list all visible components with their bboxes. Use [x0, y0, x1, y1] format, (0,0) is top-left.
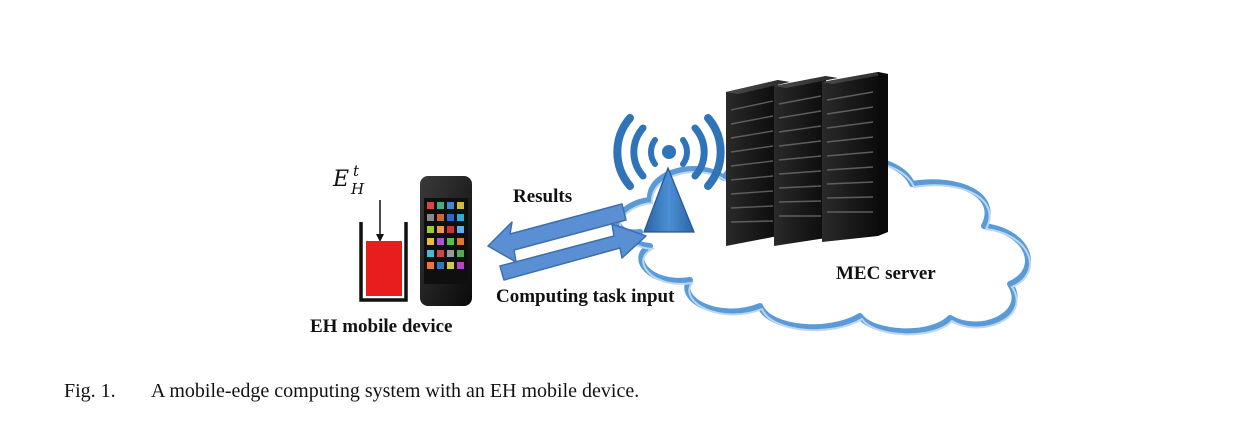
energy-arrow — [376, 200, 384, 242]
energy-symbol-subscript: H — [351, 180, 365, 198]
results-label: Results — [513, 186, 573, 207]
eh-mobile-device-label: EH mobile device — [310, 316, 453, 337]
antenna-icon — [613, 114, 725, 233]
results-arrow — [487, 203, 627, 263]
figure-caption: Fig. 1. A mobile-edge computing system wi… — [64, 380, 639, 403]
energy-symbol-base: E — [333, 167, 350, 192]
mec-server-label: MEC server — [836, 263, 936, 284]
computing-task-input-label: Computing task input — [496, 286, 675, 307]
mec-server-icon — [726, 72, 888, 246]
figure-number: Fig. 1. — [64, 380, 116, 402]
task-input-arrow — [499, 223, 647, 281]
caption-text: A mobile-edge computing system with an E… — [151, 380, 640, 402]
cloud-shape — [615, 152, 1031, 336]
mobile-phone-icon — [420, 176, 472, 306]
battery-icon — [359, 222, 408, 302]
energy-harvest-symbol: E t H — [333, 164, 364, 197]
energy-symbol-superscript: t — [353, 162, 360, 180]
